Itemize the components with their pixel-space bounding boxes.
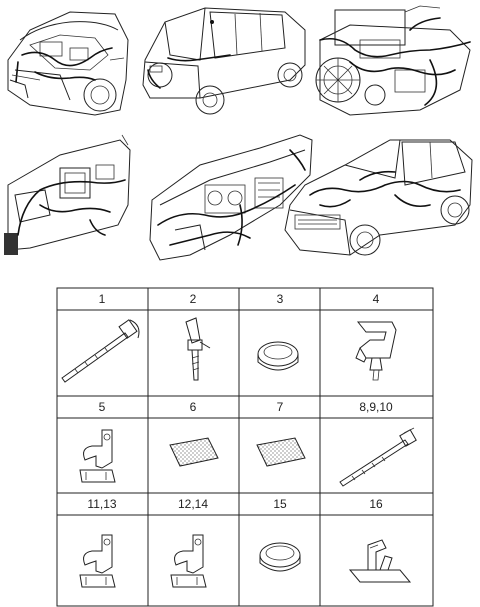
engine-bay-view-illustration [7, 11, 129, 116]
part-label-1: 1 [99, 292, 106, 306]
part-label-15: 15 [273, 497, 287, 511]
part-label-6: 6 [190, 400, 197, 414]
part-label-12-14: 12,14 [178, 497, 208, 511]
part-label-2: 2 [190, 292, 197, 306]
suv-rear-view-illustration [142, 7, 306, 115]
foam-pad-icon [169, 437, 219, 467]
push-clip-tie-icon [185, 317, 211, 381]
parts-table [56, 287, 434, 607]
bracket-clamp-icon [170, 534, 207, 588]
suv-front-harness-illustration [284, 139, 473, 256]
cable-tie-with-clip-icon [61, 319, 140, 383]
part-label-8-9-10: 8,9,10 [359, 400, 393, 414]
door-panel-harness-illustration [4, 134, 131, 255]
part-label-7: 7 [277, 400, 284, 414]
part-label-5: 5 [99, 400, 106, 414]
foam-pad-icon [256, 437, 306, 467]
bracket-clamp-icon [79, 534, 116, 588]
cable-tie-icon [339, 427, 417, 487]
part-label-16: 16 [369, 497, 383, 511]
harness-clamp-clip-icon [355, 321, 397, 381]
dashboard-harness-illustration [149, 134, 313, 261]
engine-harness-illustration [315, 5, 471, 116]
part-label-4: 4 [373, 292, 380, 306]
part-label-3: 3 [277, 292, 284, 306]
round-grommet-icon [257, 341, 299, 371]
edge-clip-icon [348, 539, 412, 583]
bracket-clamp-icon [79, 429, 116, 483]
round-grommet-icon [259, 542, 301, 572]
part-label-11-13: 11,13 [87, 497, 116, 511]
